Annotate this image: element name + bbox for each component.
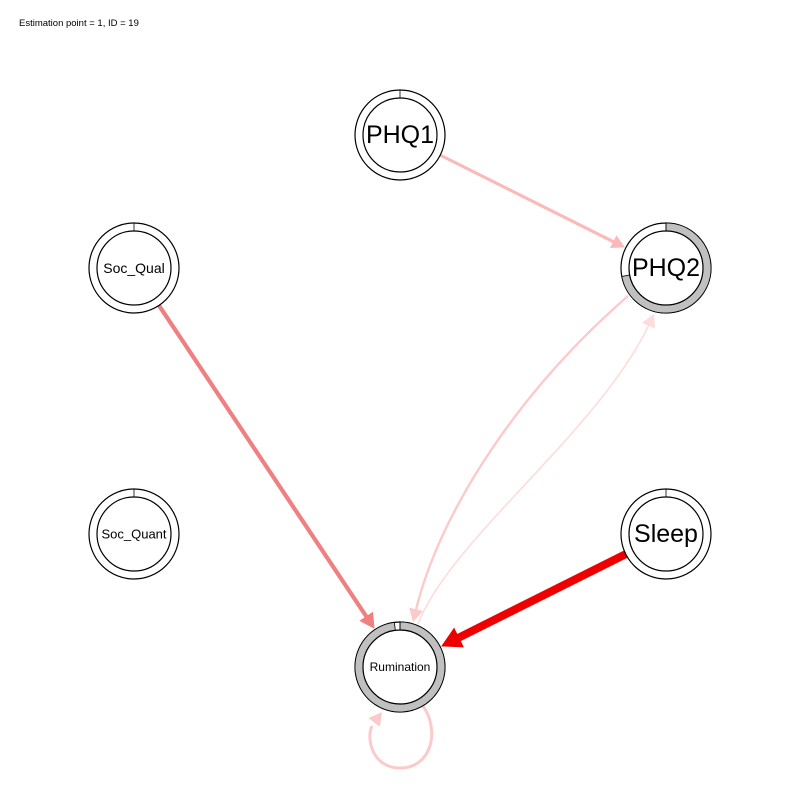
- node-sleep: Sleep: [620, 488, 712, 580]
- edge-line: [453, 550, 628, 643]
- node-rumination: Rumination: [354, 621, 446, 713]
- edge-rumination-to-rumination: [368, 705, 434, 770]
- arrow-head: [441, 627, 464, 648]
- edge-line: [439, 153, 617, 245]
- edge-curve: [417, 323, 651, 625]
- diagram-title: Estimation point = 1, ID = 19: [19, 18, 139, 29]
- arrow-head: [642, 314, 655, 329]
- arrow-head: [409, 607, 423, 622]
- node-label: PHQ1: [366, 121, 434, 149]
- edge-rumination-to-phq2: [417, 314, 655, 625]
- node-inner-circle: [628, 496, 704, 572]
- edge-phq1-to-phq2: [439, 153, 625, 249]
- node-phq1: PHQ1: [354, 89, 446, 181]
- node-soc-qual: Soc_Qual: [88, 222, 180, 314]
- node-phq2: PHQ2: [620, 222, 712, 314]
- edges-layer: [157, 153, 655, 770]
- edge-line: [157, 304, 370, 620]
- arrow-head: [368, 712, 382, 727]
- node-inner-circle: [628, 230, 704, 306]
- node-soc-quant: Soc_Quant: [88, 488, 180, 580]
- node-label: Rumination: [370, 660, 431, 674]
- node-label: Soc_Quant: [101, 527, 166, 542]
- arrow-head: [359, 611, 375, 629]
- node-label: Soc_Qual: [103, 260, 164, 276]
- node-label: PHQ2: [632, 254, 700, 282]
- edge-sleep-to-rumination: [441, 550, 628, 648]
- node-inner-circle: [362, 97, 438, 173]
- node-inner-circle: [362, 629, 438, 705]
- arrow-head: [610, 235, 625, 249]
- node-label: Sleep: [634, 520, 698, 548]
- node-inner-circle: [96, 230, 172, 306]
- edge-soc_qual-to-rumination: [157, 304, 375, 629]
- edge-phq2-to-rumination: [409, 295, 629, 622]
- node-inner-circle: [96, 496, 172, 572]
- edge-curve: [414, 295, 629, 613]
- edge-self-loop: [368, 705, 434, 770]
